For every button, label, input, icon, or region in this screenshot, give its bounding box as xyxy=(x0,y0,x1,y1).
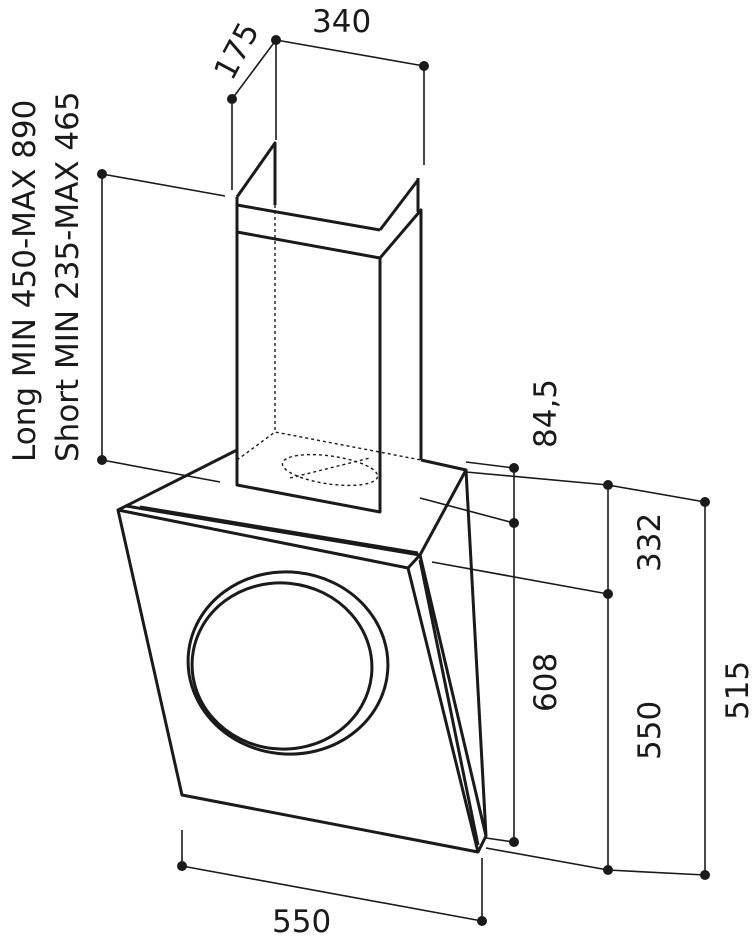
fan-ring-outer xyxy=(186,570,390,756)
dim-hood-width xyxy=(177,830,487,926)
label-top-offset: 84,5 xyxy=(528,379,564,448)
dim-chimney-top xyxy=(227,35,429,190)
label-panel-height: 550 xyxy=(632,701,668,760)
label-chimney-depth: 175 xyxy=(207,17,267,86)
chimney xyxy=(235,141,423,514)
dim-chimney-height xyxy=(97,169,226,483)
dim-right-side xyxy=(419,461,710,880)
label-hood-width: 550 xyxy=(272,904,331,940)
label-panel-top-depth: 332 xyxy=(632,513,668,572)
hood-body xyxy=(116,448,488,854)
label-chimney-width: 340 xyxy=(312,4,371,40)
label-total-depth: 515 xyxy=(720,661,754,720)
fan-ring-inner xyxy=(190,581,374,751)
label-hood-height: 608 xyxy=(528,653,564,712)
label-height-short: Short MIN 235-MAX 465 xyxy=(50,91,86,462)
label-height-long: Long MIN 450-MAX 890 xyxy=(7,100,43,462)
